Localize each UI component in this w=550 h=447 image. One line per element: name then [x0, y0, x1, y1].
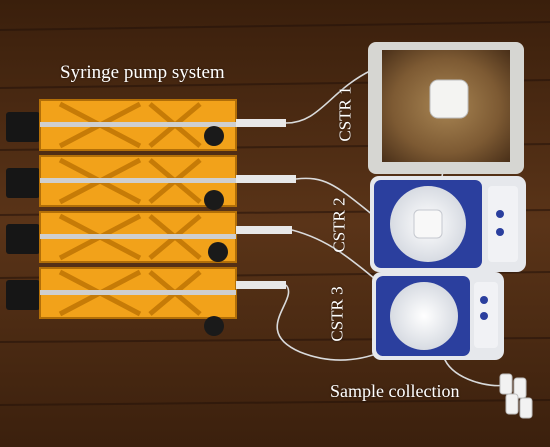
pump-motor-blocks: [6, 112, 40, 310]
pump-unit-4: [39, 267, 286, 336]
syringe-pump-system: [6, 99, 296, 336]
cstr-1-hotplate: [368, 42, 524, 174]
cstr-2-label: CSTR 2: [329, 197, 349, 253]
cstr-2-stirrer: [370, 176, 526, 272]
pump-unit-2: [39, 155, 296, 210]
syringe-pump-system-label: Syringe pump system: [60, 62, 225, 83]
cstr-3-stirrer: [372, 272, 504, 360]
cstr-3-label: CSTR 3: [327, 286, 347, 342]
cstr-1-label: CSTR 1: [335, 86, 355, 142]
sample-vials: [499, 373, 533, 419]
pump-unit-1: [39, 99, 286, 151]
pump-unit-3: [39, 211, 292, 263]
sample-collection-label: Sample collection: [330, 381, 460, 401]
